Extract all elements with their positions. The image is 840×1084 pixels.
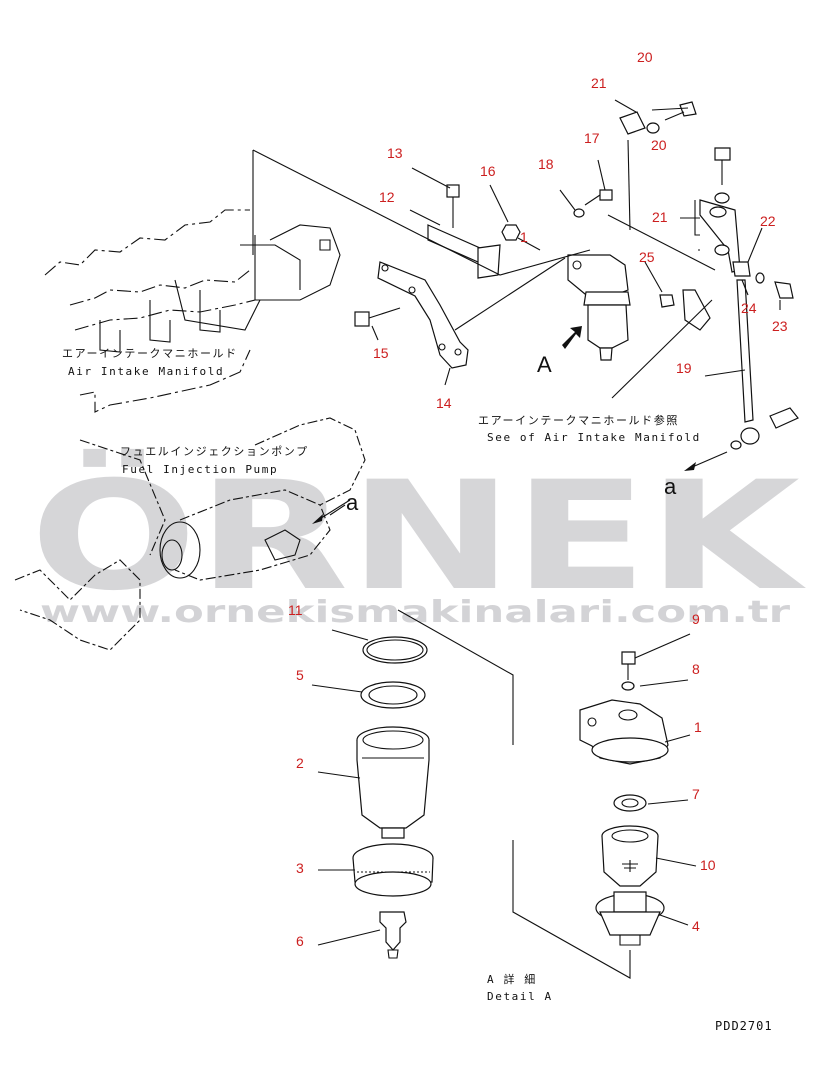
callout-25: 25 [639, 249, 655, 265]
part-callouts: 20 21 20 17 18 13 16 12 1 21 22 25 24 23… [288, 49, 788, 949]
arrow-marker-a-left: a [346, 490, 359, 515]
callout-9: 9 [692, 611, 700, 627]
watermark-url: www.ornekismakinalari.com.tr [40, 595, 790, 630]
callout-8: 8 [692, 661, 700, 677]
callout-16: 16 [480, 163, 496, 179]
callout-18: 18 [538, 156, 554, 172]
diagram-labels: エアーインテークマニホールド Air Intake Manifold フュエルイ… [62, 347, 773, 1033]
label-see-air-intake-en: See of Air Intake Manifold [487, 431, 701, 444]
arrow-marker-a-right: a [664, 474, 677, 499]
label-detail-jp: A 詳 細 [487, 972, 537, 986]
callout-7: 7 [692, 786, 700, 802]
callout-20-washer: 20 [651, 137, 667, 153]
label-fuel-pump-en: Fuel Injection Pump [122, 463, 278, 476]
callout-22: 22 [760, 213, 776, 229]
view-marker-a: A [537, 352, 552, 377]
callout-1-detail: 1 [694, 719, 702, 735]
watermark: ÖRNEK www.ornekismakinalari.com.tr [30, 448, 806, 630]
callout-21-top: 21 [591, 75, 607, 91]
fuel-injection-pump-drawing [14, 417, 366, 651]
callout-1-top: 1 [520, 229, 528, 245]
callout-13: 13 [387, 145, 403, 161]
label-detail-en: Detail A [487, 990, 553, 1003]
callout-21-bracket: 21 [652, 209, 668, 225]
callout-2: 2 [296, 755, 304, 771]
callout-17: 17 [584, 130, 600, 146]
callout-15: 15 [373, 345, 389, 361]
callout-11: 11 [288, 602, 303, 618]
bracket-assembly [312, 101, 799, 524]
callout-5: 5 [296, 667, 304, 683]
label-air-intake-jp: エアーインテークマニホールド [62, 347, 238, 360]
air-intake-manifold-drawing [44, 149, 421, 413]
callout-10: 10 [700, 857, 716, 873]
callout-6: 6 [296, 933, 304, 949]
diagram-code: PDD2701 [715, 1019, 773, 1033]
label-see-air-intake-jp: エアーインテークマニホールド参照 [478, 413, 679, 427]
callout-12: 12 [379, 189, 395, 205]
detail-a-drawing [352, 609, 669, 979]
watermark-brand: ÖRNEK [30, 448, 806, 624]
callout-19: 19 [676, 360, 692, 376]
label-fuel-pump-jp: フュエルインジェクションポンプ [120, 445, 309, 458]
label-air-intake-en: Air Intake Manifold [68, 365, 224, 378]
callout-20-top: 20 [637, 49, 653, 65]
leader-lines [311, 99, 781, 946]
callout-4: 4 [692, 918, 700, 934]
callout-3: 3 [296, 860, 304, 876]
callout-23: 23 [772, 318, 788, 334]
callout-24: 24 [741, 300, 757, 316]
callout-14: 14 [436, 395, 452, 411]
